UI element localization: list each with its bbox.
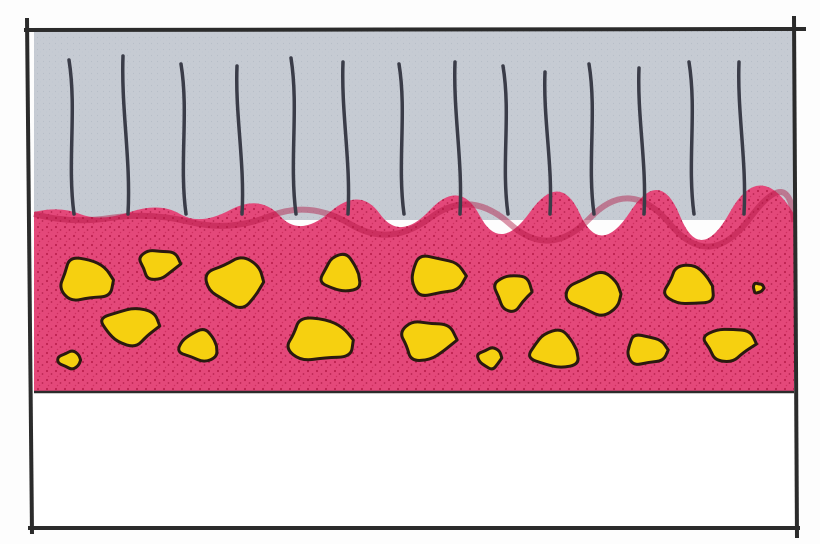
lower-blank-layer bbox=[34, 392, 794, 530]
blob-group bbox=[56, 249, 766, 371]
yellow-blob bbox=[702, 327, 758, 363]
upper-gray-layer bbox=[34, 30, 794, 220]
hair-strand bbox=[587, 62, 596, 216]
yellow-blob bbox=[138, 249, 183, 281]
yellow-blob bbox=[400, 320, 459, 362]
hair-strand bbox=[736, 60, 747, 216]
hair-strand bbox=[397, 62, 406, 216]
yellow-blob bbox=[626, 333, 670, 366]
yellow-blob bbox=[528, 328, 580, 369]
yellow-blob bbox=[286, 316, 355, 362]
hair-strand bbox=[542, 70, 553, 216]
hair-strand bbox=[501, 64, 510, 216]
hair-strand bbox=[179, 62, 188, 216]
hair-group bbox=[67, 54, 747, 216]
frame-right-edge bbox=[792, 15, 799, 539]
frame-left-edge bbox=[25, 17, 34, 535]
yellow-blob bbox=[177, 328, 219, 363]
yellow-blob bbox=[204, 256, 266, 309]
hair-strand bbox=[289, 56, 298, 216]
hair-strand bbox=[234, 64, 245, 216]
yellow-blob bbox=[319, 252, 362, 293]
yellow-blob bbox=[100, 307, 162, 348]
yellow-blob bbox=[663, 263, 715, 306]
yellow-blob bbox=[751, 281, 766, 295]
yellow-blob bbox=[56, 349, 83, 371]
yellow-blob bbox=[493, 274, 534, 313]
frame-top-edge bbox=[23, 27, 807, 32]
hair-strand bbox=[452, 60, 463, 216]
hair-strand bbox=[340, 60, 351, 216]
outer-frame bbox=[23, 15, 807, 539]
yellow-blob bbox=[59, 256, 115, 302]
hair-strand bbox=[687, 60, 696, 216]
yellow-blob bbox=[476, 346, 504, 371]
hair-strand bbox=[120, 54, 131, 216]
yellow-blob bbox=[410, 254, 468, 297]
yellow-blob bbox=[564, 270, 623, 317]
hair-strand bbox=[636, 66, 647, 216]
hair-strand bbox=[67, 58, 76, 216]
